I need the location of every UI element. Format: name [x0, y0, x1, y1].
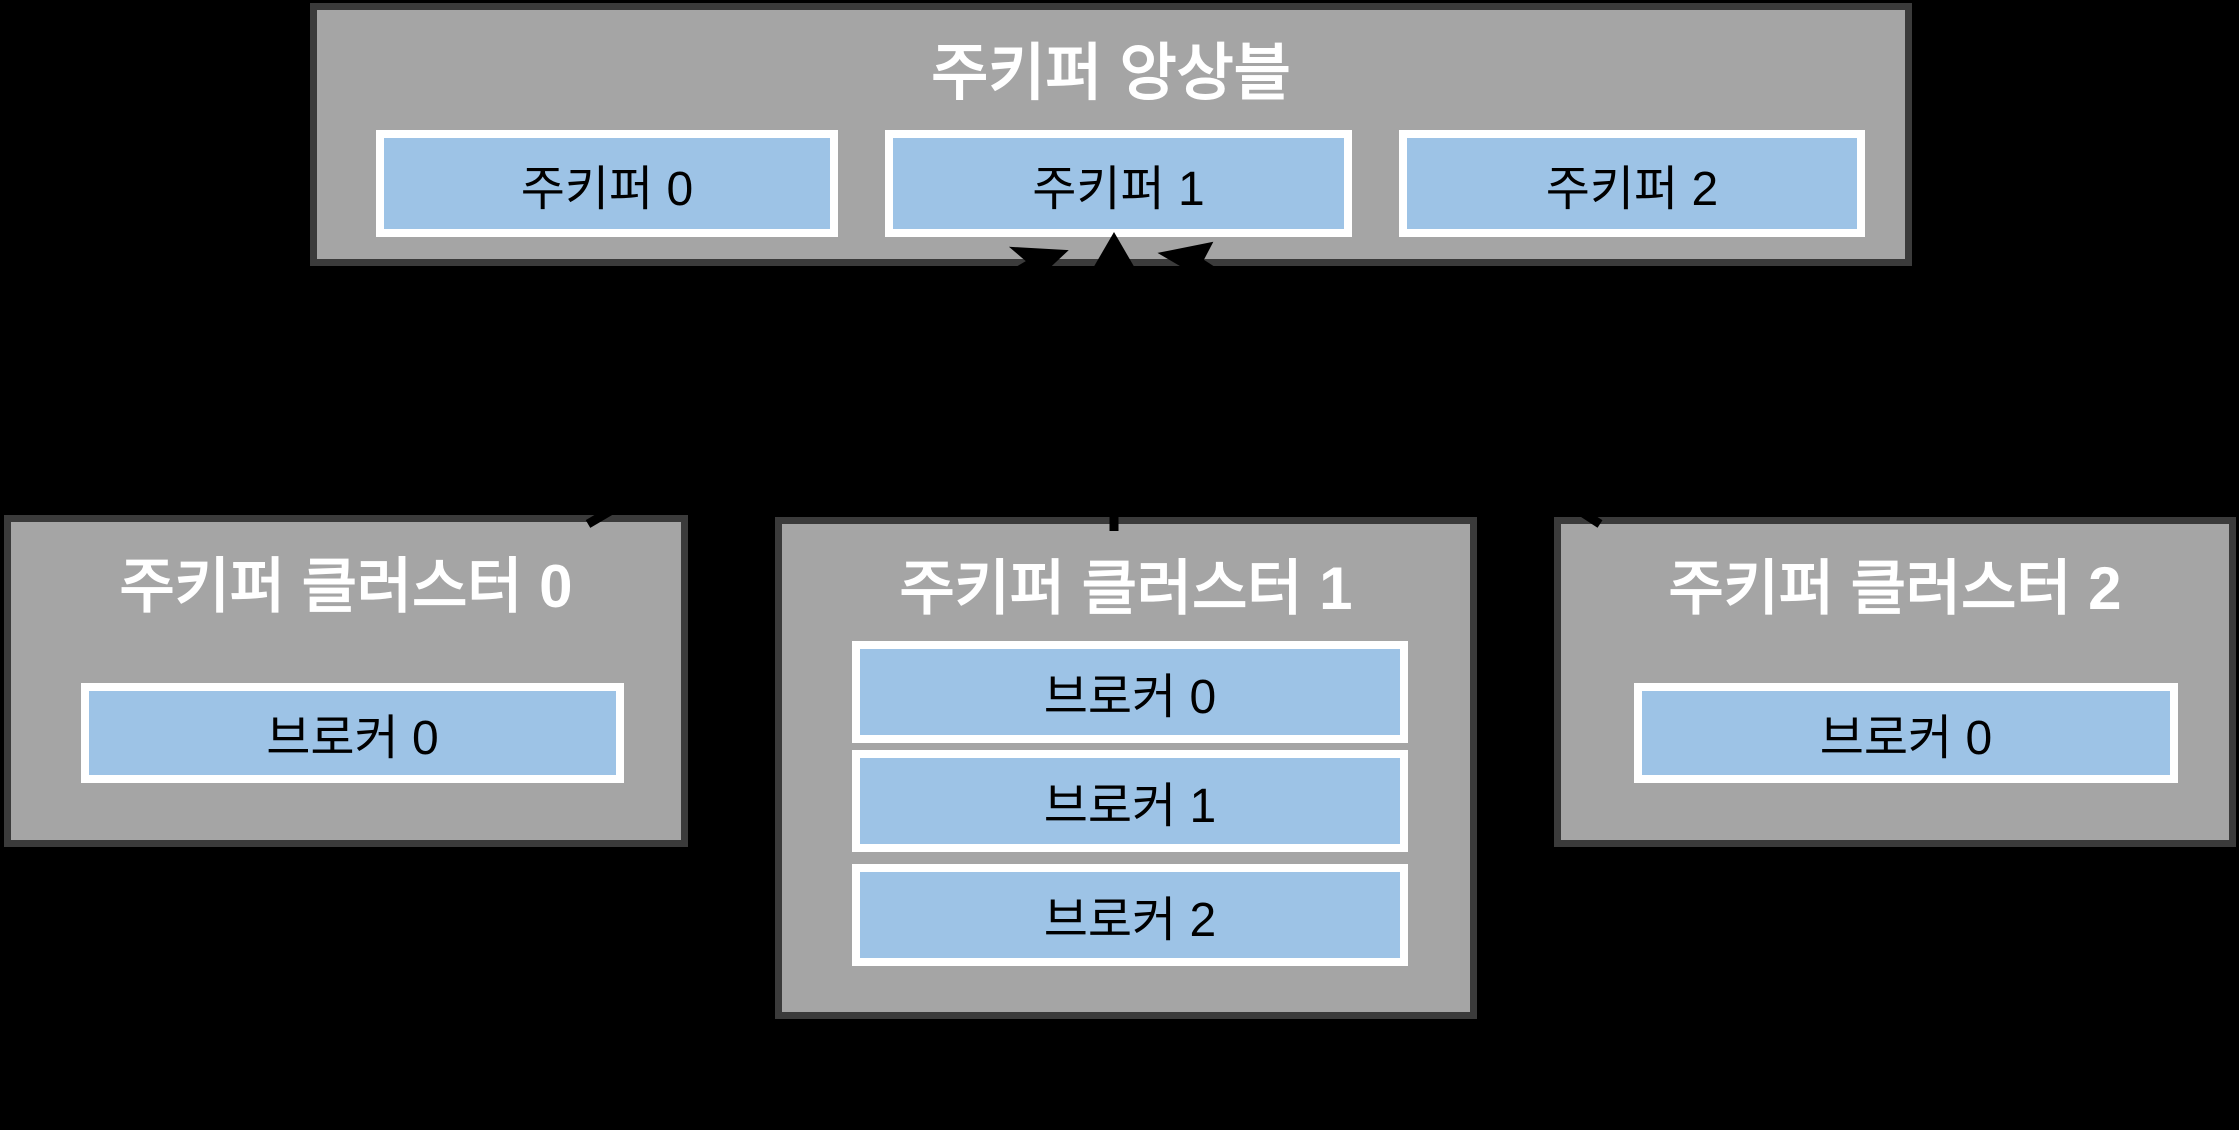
ensemble-title: 주키퍼 앙상블: [931, 39, 1291, 108]
cluster-1-broker-2: 브로커 2: [852, 864, 1408, 966]
zookeeper-node-0-label: 주키퍼 0: [520, 162, 694, 216]
arrow-line-cluster2-ensemble: [1190, 254, 1603, 528]
cluster-1-broker-0: 브로커 0: [852, 641, 1408, 743]
zookeeper-node-0: 주키퍼 0: [376, 130, 838, 237]
zookeeper-node-1-label: 주키퍼 1: [1032, 162, 1205, 216]
cluster-1-broker-1: 브로커 1: [852, 750, 1408, 852]
cluster-1-broker-0-label: 브로커 0: [1043, 671, 1217, 724]
cluster-1-title: 주키퍼 클러스터 1: [899, 555, 1353, 622]
cluster-2-broker-0-label: 브로커 0: [1819, 712, 1993, 765]
kafka-cluster-2-panel: 주키퍼 클러스터 2 브로커 0: [1554, 517, 2236, 847]
kafka-cluster-1-panel: 주키퍼 클러스터 1 브로커 0 브로커 1 브로커 2: [775, 517, 1477, 1019]
cluster-0-title: 주키퍼 클러스터 0: [119, 553, 573, 620]
cluster-0-broker-0: 브로커 0: [81, 683, 624, 783]
zookeeper-node-2-label: 주키퍼 2: [1545, 162, 1719, 216]
cluster-2-broker-0: 브로커 0: [1634, 683, 2178, 783]
arrow-line-cluster0-ensemble: [585, 254, 1043, 528]
kafka-cluster-0-panel: 주키퍼 클러스터 0 브로커 0: [4, 515, 688, 847]
cluster-1-broker-2-label: 브로커 2: [1043, 894, 1217, 947]
zookeeper-node-1: 주키퍼 1: [885, 130, 1352, 237]
zookeeper-node-2: 주키퍼 2: [1399, 130, 1865, 237]
cluster-2-title: 주키퍼 클러스터 2: [1668, 555, 2122, 622]
cluster-1-broker-1-label: 브로커 1: [1043, 780, 1217, 833]
zookeeper-ensemble-panel: 주키퍼 앙상블 주키퍼 0 주키퍼 1 주키퍼 2: [310, 3, 1912, 266]
cluster-0-broker-0-label: 브로커 0: [266, 712, 439, 765]
